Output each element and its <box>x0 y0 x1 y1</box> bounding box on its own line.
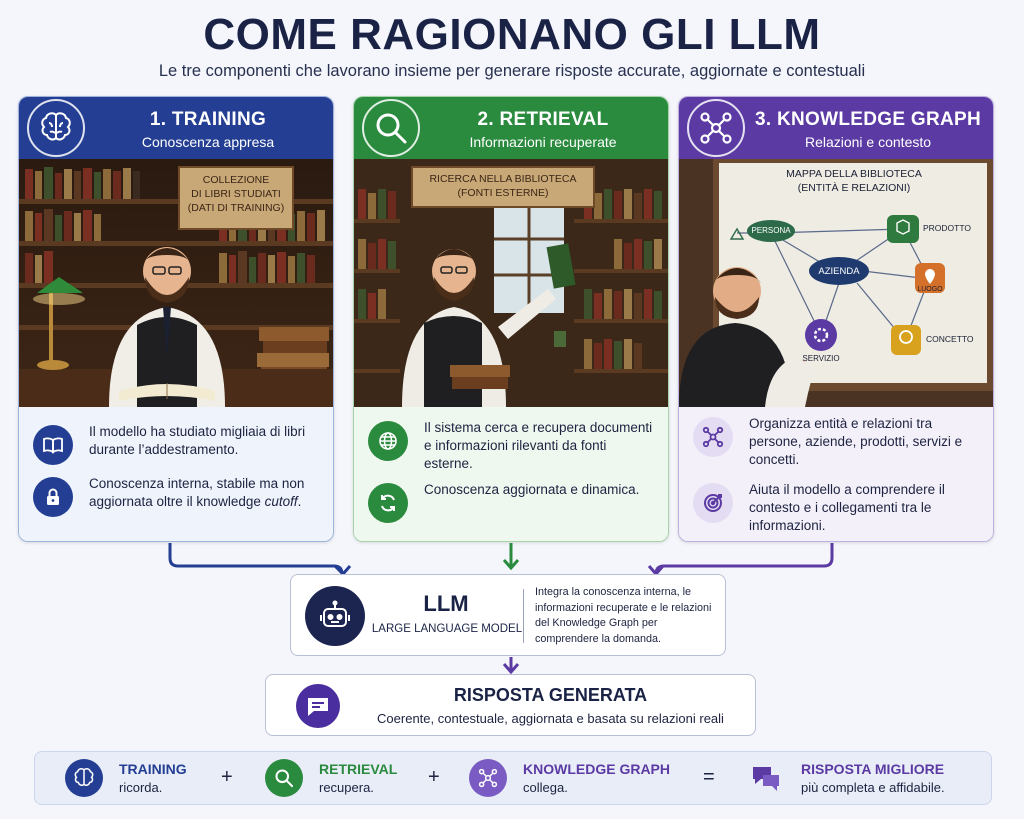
knowledge-graph-card: 3. KNOWLEDGE GRAPH Relazioni e contesto <box>678 96 994 542</box>
page-subtitle: Le tre componenti che lavorano insieme p… <box>158 62 866 80</box>
summary-item-retrieval: RETRIEVAL recupera. <box>265 759 397 797</box>
llm-description: Integra la conoscenza interna, le inform… <box>535 586 712 645</box>
training-sign-line: COLLEZIONE <box>202 174 270 186</box>
knowledge-graph-title: 3. KNOWLEDGE GRAPH <box>754 109 982 130</box>
graph-sign-line: MAPPA DELLA BIBLIOTECA <box>786 168 922 180</box>
retrieval-scene-sign: RICERCA NELLA BIBLIOTECA (FONTI ESTERNE) <box>412 172 594 200</box>
brain-icon <box>27 99 85 157</box>
retrieval-card-body: Il sistema cerca e recupera documenti e … <box>354 407 668 541</box>
llm-divider <box>523 589 524 643</box>
training-cutoff-period: . <box>297 494 302 509</box>
retrieval-card-header: 2. RETRIEVAL Informazioni recuperate <box>354 97 668 159</box>
training-item-text: Conoscenza interna, stabile ma non aggio… <box>89 475 323 511</box>
training-title: 1. TRAINING <box>149 109 267 130</box>
page-title: COME RAGIONANO GLI LLM <box>203 10 821 59</box>
training-item-text: Il modello ha studiato migliaia di libri… <box>89 424 306 457</box>
network-icon <box>693 417 733 457</box>
retrieval-item-text: Conoscenza aggiornata e dinamica. <box>424 482 640 497</box>
summary-title: RETRIEVAL <box>319 761 398 777</box>
globe-icon <box>368 421 408 461</box>
retrieval-item: Conoscenza aggiornata e dinamica. <box>368 481 658 523</box>
retrieval-subtitle: Informazioni recuperate <box>469 134 617 150</box>
brain-icon <box>65 759 103 797</box>
training-card: 1. TRAINING Conoscenza appresa <box>18 96 334 542</box>
chat-response-icon <box>296 684 340 728</box>
summary-title: RISPOSTA MIGLIORE <box>801 761 945 777</box>
llm-box: LLM LARGE LANGUAGE MODEL Integra la cono… <box>290 574 726 656</box>
summary-item-best-answer: RISPOSTA MIGLIORE più completa e affidab… <box>747 759 945 797</box>
knowledge-graph-card-body: Organizza entità e relazioni tra persone… <box>679 407 993 541</box>
summary-title: KNOWLEDGE GRAPH <box>523 761 670 777</box>
network-icon <box>469 759 507 797</box>
knowledge-graph-card-header: 3. KNOWLEDGE GRAPH Relazioni e contesto <box>679 97 993 159</box>
retrieval-sign-line: RICERCA NELLA BIBLIOTECA <box>429 173 577 185</box>
knowledge-graph-subtitle: Relazioni e contesto <box>804 134 932 150</box>
lock-icon <box>33 477 73 517</box>
llm-full-name: LARGE LANGUAGE MODEL <box>371 623 523 635</box>
target-icon <box>693 483 733 523</box>
plus-operator: + <box>428 766 440 788</box>
response-box: RISPOSTA GENERATA Coerente, contestuale,… <box>265 674 756 736</box>
training-cutoff-word: cutoff <box>264 494 298 509</box>
retrieval-item-text: Il sistema cerca e recupera documenti e … <box>424 420 653 471</box>
response-text: Coerente, contestuale, aggiornata e basa… <box>377 711 724 726</box>
search-icon <box>362 99 420 157</box>
training-item: Conoscenza interna, stabile ma non aggio… <box>33 475 323 517</box>
summary-text: ricorda. <box>119 780 163 795</box>
graph-node-persona: PERSONA <box>751 226 791 235</box>
training-subtitle: Conoscenza appresa <box>141 134 275 150</box>
summary-text: più completa e affidabile. <box>801 780 945 795</box>
training-scene-sign: COLLEZIONE DI LIBRI STUDIATI (DATI DI TR… <box>179 173 293 215</box>
summary-title: TRAINING <box>119 761 187 777</box>
graph-sign-line: (ENTITÀ E RELAZIONI) <box>797 182 911 194</box>
knowledge-graph-item-text: Aiuta il modello a comprendere il contes… <box>749 482 945 533</box>
summary-item-knowledge-graph: KNOWLEDGE GRAPH collega. <box>469 759 670 797</box>
response-title: RISPOSTA GENERATA <box>453 685 648 705</box>
training-cutoff-text: Conoscenza interna, stabile ma non aggio… <box>89 476 305 509</box>
training-card-body: Il modello ha studiato migliaia di libri… <box>19 407 333 541</box>
summary-item-training: TRAINING ricorda. <box>65 759 187 797</box>
knowledge-graph-item: Organizza entità e relazioni tra persone… <box>693 415 983 469</box>
training-item: Il modello ha studiato migliaia di libri… <box>33 423 323 465</box>
network-icon <box>687 99 745 157</box>
knowledge-graph-item-text: Organizza entità e relazioni tra persone… <box>749 416 963 467</box>
retrieval-card: 2. RETRIEVAL Informazioni recuperate <box>353 96 669 542</box>
retrieval-item: Il sistema cerca e recupera documenti e … <box>368 419 658 473</box>
llm-name: LLM <box>423 591 469 616</box>
graph-node-azienda: AZIENDA <box>818 266 860 277</box>
retrieval-library-illustration: RICERCA NELLA BIBLIOTECA (FONTI ESTERNE) <box>354 159 668 407</box>
training-library-illustration: COLLEZIONE DI LIBRI STUDIATI (DATI DI TR… <box>19 159 333 407</box>
training-card-header: 1. TRAINING Conoscenza appresa <box>19 97 333 159</box>
plus-operator: + <box>221 766 233 788</box>
chat-bubbles-icon <box>747 759 785 797</box>
retrieval-sign-line: (FONTI ESTERNE) <box>457 187 549 199</box>
knowledge-graph-scene-sign: MAPPA DELLA BIBLIOTECA (ENTITÀ E RELAZIO… <box>739 167 969 195</box>
summary-bar: TRAINING ricorda. + RETRIEVAL recupera. … <box>34 751 992 805</box>
graph-node-concetto: CONCETTO <box>926 334 974 344</box>
robot-icon <box>305 586 365 646</box>
training-sign-line: DI LIBRI STUDIATI <box>191 188 281 200</box>
equals-operator: = <box>703 766 715 788</box>
retrieval-title: 2. RETRIEVAL <box>477 109 609 130</box>
graph-node-luogo: LUOGO <box>917 286 943 293</box>
training-sign-line: (DATI DI TRAINING) <box>187 202 285 214</box>
summary-text: collega. <box>523 780 568 795</box>
graph-node-servizio: SERVIZIO <box>802 354 840 363</box>
knowledge-graph-illustration: MAPPA DELLA BIBLIOTECA (ENTITÀ E RELAZIO… <box>679 159 993 407</box>
graph-node-prodotto: PRODOTTO <box>923 223 972 233</box>
refresh-icon <box>368 483 408 523</box>
knowledge-graph-item: Aiuta il modello a comprendere il contes… <box>693 481 983 535</box>
book-icon <box>33 425 73 465</box>
summary-text: recupera. <box>319 780 374 795</box>
search-icon <box>265 759 303 797</box>
